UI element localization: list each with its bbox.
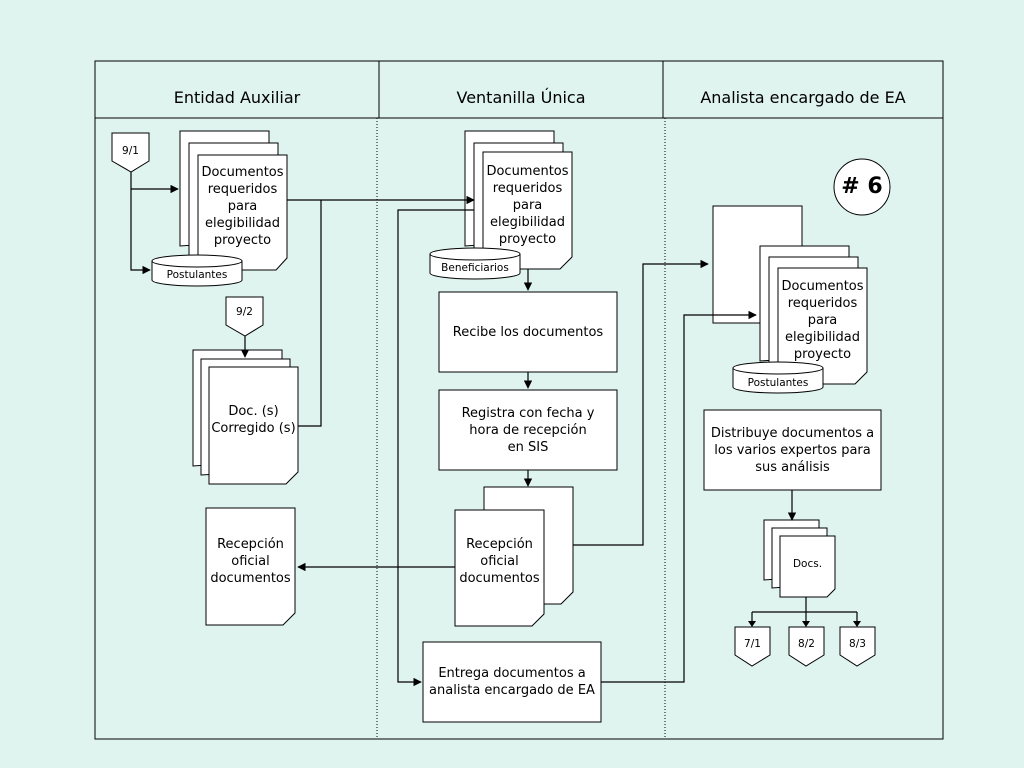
db-label-beneficiarios: Beneficiarios — [441, 262, 509, 274]
process-distribuye-label: Distribuye documentos a los varios exper… — [710, 426, 875, 475]
doc-stack-recepcion-ventanilla — [454, 486, 574, 627]
step-number-circle — [833, 158, 891, 216]
connector-8-3-label: 8/3 — [849, 638, 866, 650]
connector-9-2 — [225, 296, 264, 337]
flow-lines — [130, 172, 858, 687]
doc-label-requeridos-ventanilla: Documentos requeridos para elegibilidad … — [486, 164, 569, 247]
database-postulantes-analista — [732, 361, 824, 394]
doc-stack-docs — [763, 519, 836, 598]
doc-recepcion-entidad — [205, 507, 296, 626]
swimlane-frame — [94, 60, 944, 740]
connector-9-1 — [111, 132, 150, 173]
doc-label-recepcion-ventanilla: Recepción oficial documentos — [459, 537, 540, 586]
connectors-bottom — [734, 626, 876, 667]
connector-8-2-label: 8/2 — [798, 638, 815, 650]
lane-ventanilla-unica: Ventanilla Única — [456, 88, 586, 107]
process-entrega-label: Entrega documentos a analista encargado … — [429, 666, 595, 698]
process-recibe-label: Recibe los documentos — [452, 325, 604, 340]
doc-stack-entidad — [179, 130, 288, 271]
process-boxes-ventanilla — [422, 291, 618, 723]
database-postulantes-entidad — [151, 254, 243, 287]
doc-label-corregido: Doc. (s) Corregido (s) — [211, 404, 296, 436]
lane-analista-ea: Analista encargado de EA — [700, 88, 906, 107]
connector-9-2-label: 9/2 — [236, 306, 253, 318]
lane-entidad-auxiliar: Entidad Auxiliar — [173, 88, 301, 107]
doc-stack-corregido — [192, 349, 299, 485]
doc-label-requeridos-analista: Documentos requeridos para elegibilidad … — [781, 279, 864, 362]
db-label-postulantes-entidad: Postulantes — [166, 269, 228, 281]
connector-7-1-label: 7/1 — [744, 638, 761, 650]
step-number: # 6 — [841, 174, 883, 199]
connector-9-1-label: 9/1 — [122, 145, 139, 157]
db-label-postulantes-analista: Postulantes — [747, 377, 809, 389]
doc-stack-analista — [712, 205, 868, 385]
doc-label-docs: Docs. — [792, 558, 823, 570]
doc-stack-ventanilla — [464, 130, 573, 270]
doc-label-requeridos-entidad: Documentos requeridos para elegibilidad … — [201, 165, 284, 248]
process-distribuye — [703, 409, 882, 491]
database-beneficiarios — [429, 247, 521, 280]
arrowheads-bottom — [748, 621, 861, 627]
process-registra-label: Registra con fecha y hora de recepción e… — [461, 406, 595, 455]
doc-label-recepcion-entidad: Recepción oficial documentos — [210, 537, 291, 586]
